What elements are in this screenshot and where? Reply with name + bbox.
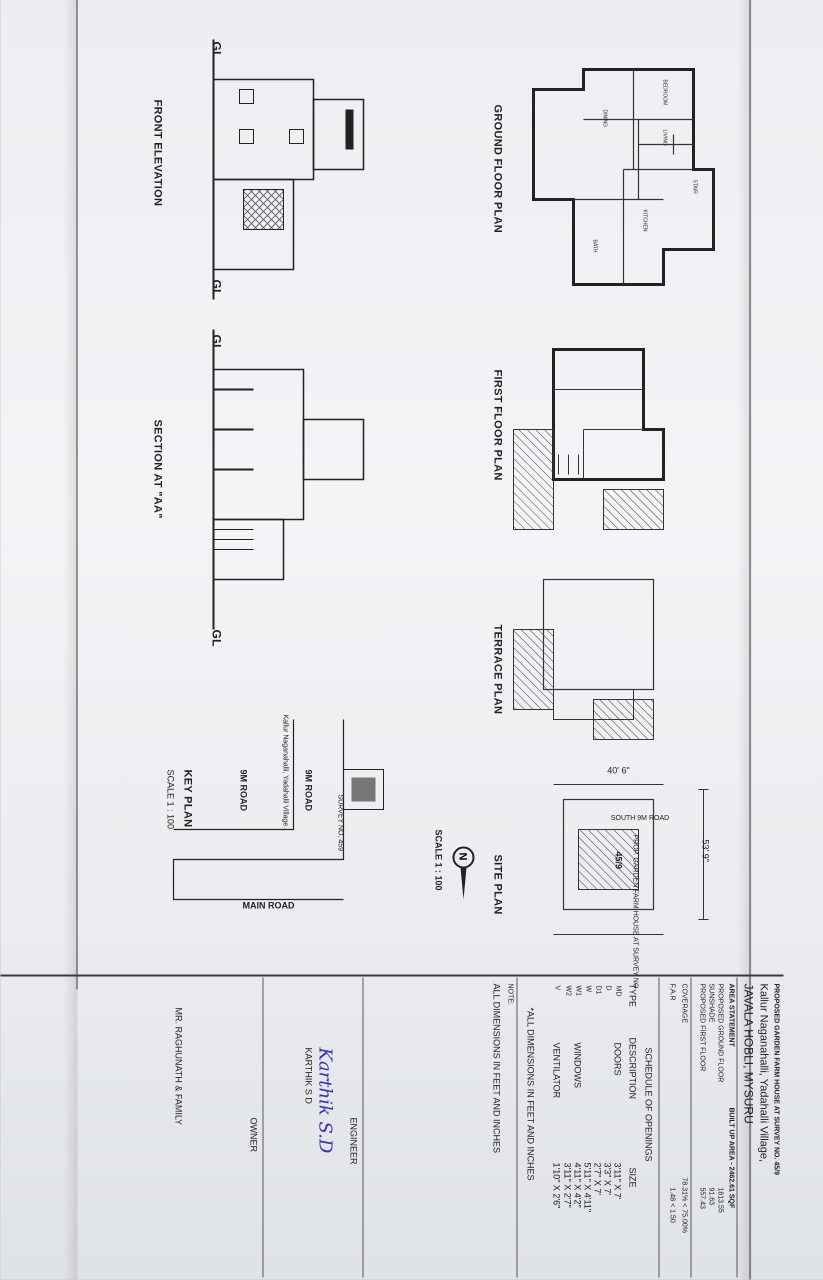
svg-text:BEDROOM: BEDROOM [662,80,668,106]
svg-text:STAIR: STAIR [692,180,698,195]
engineer-label: ENGINEER [348,1117,359,1165]
schedule-desc: DOORS [612,1042,623,1076]
coverage-label: COVERAGE [680,983,688,1024]
key-road-top: 9M ROAD [303,769,314,812]
coverage-value: 78.31% < 75.00% [680,1177,688,1233]
ground-floor-plan-drawing: BEDROOM LIVING KITCHEN DINING BATH STAIR [532,68,715,286]
title-block-divider [690,977,692,1278]
title-block-divider [362,977,364,1278]
engineer-name: KARTHIK S D [303,1047,314,1104]
schedule-size: 3'3" X 7' [602,1162,613,1196]
title-block-divider [262,977,264,1278]
key-plan-scale: SCALE 1 : 100 [165,769,176,830]
key-road-bottom: 9M ROAD [238,769,249,812]
site-plan-title: SITE PLAN [491,854,504,915]
schedule-desc: WINDOWS [572,1042,583,1089]
owner-label: OWNER [248,1117,259,1153]
project-line-3: JAVALA HOBLI, MYSURU [741,983,756,1124]
schedule-type: W1 [574,985,582,997]
engineer-signature: Karthik S.D [314,1047,336,1154]
key-plan-title: KEY PLAN [181,769,194,828]
area-row-value: 91.63 [707,1187,715,1206]
owner-name: MR. RAGHUNATH & FAMILY [173,1007,184,1126]
schedule-size: 1'10" X 2'6" [551,1162,562,1209]
project-line-2: Kallur Naganahalli, Yadahalli Village, [757,983,770,1163]
svg-text:N: N [457,853,469,861]
note-label: NOTE: [506,983,514,1005]
site-road-label: SOUTH 9M ROAD [610,815,670,823]
area-row-label: SUNSHADE [707,983,715,1023]
schedule-size: 4'11" X 4'2" [572,1162,583,1208]
gl-marker: GL [209,334,224,352]
north-arrow-icon: N [452,846,475,900]
key-village-note: Kallur Naganahalli, Yadahalli Village. [281,714,289,829]
gl-marker: GL [209,279,224,297]
sheet-border-bottom [76,0,78,990]
schedule-type: D1 [594,985,602,995]
terrace-plan-drawing [513,578,655,740]
schedule-type: D [604,985,612,991]
title-block-divider [516,977,518,1278]
key-main-road: MAIN ROAD [242,900,295,911]
far-label: F.A.R [668,983,676,1001]
note-text: ALL DIMENSIONS IN FEET AND INCHES [491,983,502,1154]
schedule-header-description: DESCRIPTION [627,1037,638,1100]
front-elevation-drawing [212,39,365,300]
svg-text:BATH: BATH [592,240,598,253]
key-plan-drawing [172,719,384,901]
key-survey-label: SURVEY NO. 459 [336,794,344,852]
title-block: PROPOSED GARDEN FARM HOUSE AT SURVEY NO.… [1,977,784,1278]
area-row-value: 1813.55 [716,1187,724,1213]
svg-text:KITCHEN: KITCHEN [642,210,648,232]
title-block-divider [0,974,784,977]
site-dim-width: 53' 9" [700,839,711,862]
title-block-divider [658,977,660,1278]
area-row-label: PROPOSED FIRST FLOOR [698,983,706,1072]
area-statement-label: AREA STATEMENT [727,983,735,1047]
gl-marker: GL [209,41,224,59]
schedule-size: 3'11" X 7' [612,1162,623,1200]
site-plan-drawing [553,784,709,935]
section-aa-title: SECTION AT "AA" [151,419,164,519]
area-row-label: PROPOSED GROUND FLOOR [716,983,724,1083]
first-floor-plan-drawing [513,348,665,530]
terrace-plan-title: TERRACE PLAN [491,624,504,715]
section-aa-drawing [212,329,365,630]
site-survey-no: 45/9 [613,851,624,870]
schedule-size: 2'7" X 7' [592,1162,603,1196]
schedule-title: SCHEDULE OF OPENINGS [643,1047,654,1162]
schedule-type: W [584,985,592,993]
schedule-type: W2 [564,985,572,997]
schedule-size: 5'11" X 4'11" [582,1162,593,1213]
schedule-note: *ALL DIMENSIONS IN FEET AND INCHES [525,1007,536,1181]
gl-marker: GL [209,629,224,647]
area-row-value: 557.43 [698,1187,706,1209]
project-line-1: PROPOSED GARDEN FARM HOUSE AT SURVEY NO.… [772,983,780,1176]
first-floor-plan-title: FIRST FLOOR PLAN [491,369,504,481]
site-scale: SCALE 1 : 100 [433,829,444,891]
schedule-header-type: TYPE [627,983,638,1008]
front-elevation-title: FRONT ELEVATION [151,99,164,207]
site-plot-text: PROP. GARDEN FARM HOUSE AT SURVEY NO [631,834,639,989]
schedule-size: 3'11" X 2'7" [562,1162,573,1208]
schedule-desc: VENTILATOR [551,1042,562,1099]
ground-floor-plan-title: GROUND FLOOR PLAN [491,104,504,234]
svg-text:DINING: DINING [602,110,608,128]
far-value: 1.48 < 1.50 [668,1187,676,1223]
schedule-header-size: SIZE [627,1167,638,1188]
built-up-area: BUILT UP AREA - 2462.61 SQF [727,1107,735,1209]
schedule-type: MD [614,985,622,997]
schedule-type: V [553,985,561,991]
site-dim-depth: 40' 6" [607,765,630,776]
title-block-divider [736,977,738,1278]
svg-text:LIVING: LIVING [662,130,668,147]
